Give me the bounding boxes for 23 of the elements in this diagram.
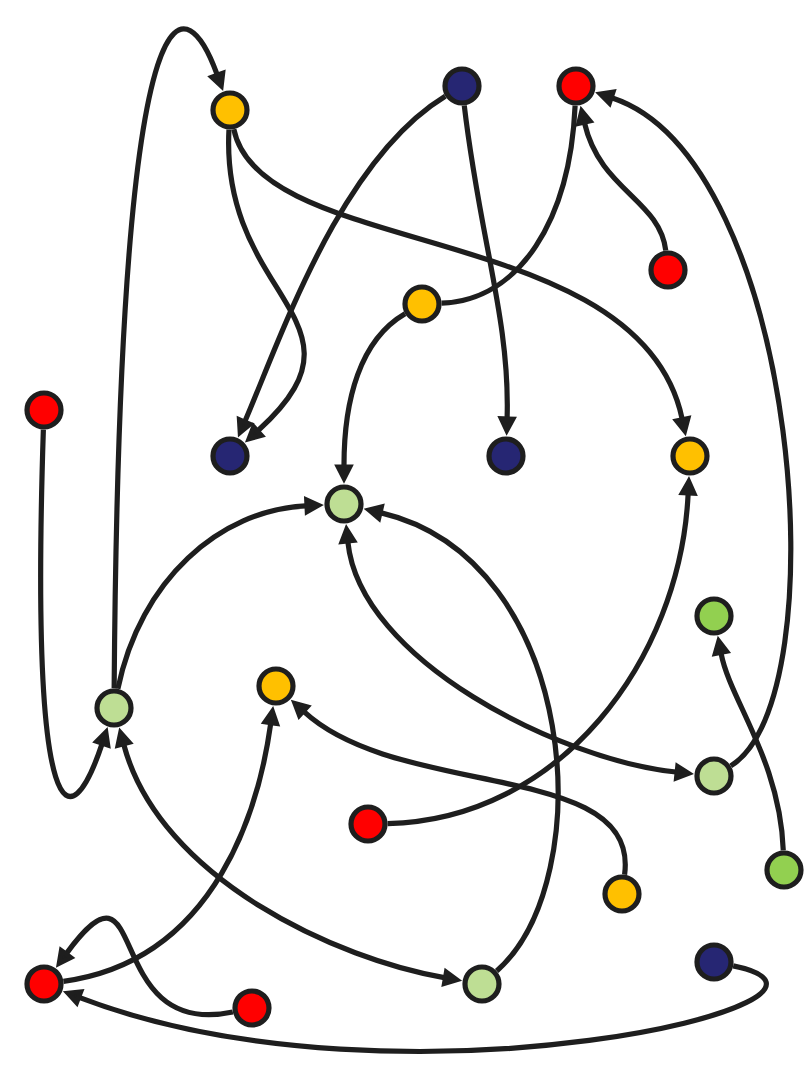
graph-node xyxy=(694,756,734,796)
graph-node xyxy=(232,988,272,1028)
graph-node xyxy=(256,666,296,706)
graph-node xyxy=(556,66,596,106)
graph-node xyxy=(94,688,134,728)
arrow xyxy=(111,27,226,689)
graph-node xyxy=(324,484,364,524)
graph-node xyxy=(210,90,250,130)
graph-node xyxy=(694,596,734,636)
arrow xyxy=(38,429,111,799)
graph-node xyxy=(24,390,64,430)
graph-node xyxy=(24,964,64,1004)
graph-node xyxy=(210,436,250,476)
graph-node xyxy=(602,874,642,914)
graph-node xyxy=(694,942,734,982)
graph-node xyxy=(670,436,710,476)
graph-node xyxy=(648,250,688,290)
graph-node xyxy=(764,850,804,890)
graph-node xyxy=(402,284,442,324)
graph-node xyxy=(442,66,482,106)
graph-node xyxy=(462,964,502,1004)
graph-node xyxy=(348,804,388,844)
graph-node xyxy=(486,436,526,476)
